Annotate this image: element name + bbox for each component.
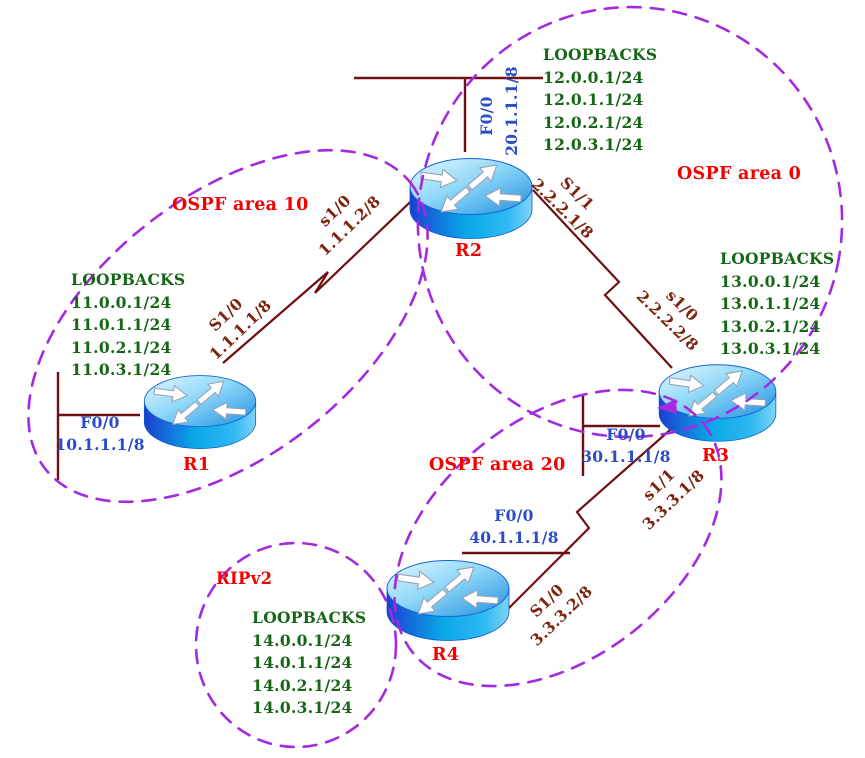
eth-r1-ip: 10.1.1.1/8 <box>55 435 145 454</box>
loopback-entry: 14.0.2.1/24 <box>252 675 353 695</box>
eth-label-r4: F0/0 40.1.1.1/8 <box>456 505 572 549</box>
eth-label-r3: F0/0 30.1.1.1/8 <box>568 424 684 468</box>
loopback-entry: 13.0.2.1/24 <box>720 316 821 336</box>
eth-r3-ip: 30.1.1.1/8 <box>581 447 671 466</box>
router-r2-label: R2 <box>455 241 483 261</box>
serial-link-r2-r3 <box>532 189 673 369</box>
area20-arrowhead <box>657 399 677 414</box>
loopbacks-r4: LOOPBACKS 14.0.0.1/24 14.0.1.1/24 14.0.2… <box>252 607 366 720</box>
loopbacks-r1-title: LOOPBACKS <box>71 270 186 289</box>
loopbacks-r2: LOOPBACKS 12.0.0.1/24 12.0.1.1/24 12.0.2… <box>543 44 657 157</box>
ethernet-segments <box>56 76 660 555</box>
loopback-entry: 12.0.0.1/24 <box>543 67 644 87</box>
eth-r2-name: F0/0 <box>477 96 496 136</box>
router-r1-label: R1 <box>183 455 211 475</box>
serial-link-r3-r4 <box>504 429 671 613</box>
loopbacks-r2-title: LOOPBACKS <box>543 45 658 64</box>
eth-r4-ip: 40.1.1.1/8 <box>469 528 559 547</box>
router-r4-icon <box>387 560 509 640</box>
ospf-area-0-label: OSPF area 0 <box>677 164 802 184</box>
ospf-area-10-label: OSPF area 10 <box>172 195 309 215</box>
loopback-entry: 14.0.0.1/24 <box>252 630 353 650</box>
eth-r2-ip: 20.1.1.1/8 <box>502 66 521 156</box>
eth-r1-name: F0/0 <box>80 413 120 432</box>
loopbacks-r4-title: LOOPBACKS <box>252 608 367 627</box>
eth-r3-name: F0/0 <box>606 425 646 444</box>
serial-link-r1-r2 <box>222 184 429 364</box>
ripv2-label: RIPv2 <box>216 569 273 588</box>
loopbacks-r1: LOOPBACKS 11.0.0.1/24 11.0.1.1/24 11.0.2… <box>71 269 185 382</box>
ospf-area-20-label: OSPF area 20 <box>429 455 566 475</box>
loopback-entry: 13.0.3.1/24 <box>720 339 821 359</box>
loopback-entry: 11.0.2.1/24 <box>71 337 172 357</box>
loopback-entry: 12.0.3.1/24 <box>543 135 644 155</box>
loopback-entry: 12.0.2.1/24 <box>543 112 644 132</box>
loopback-entry: 11.0.0.1/24 <box>71 292 172 312</box>
loopback-entry: 11.0.3.1/24 <box>71 360 172 380</box>
eth-r4-name: F0/0 <box>494 506 534 525</box>
loopback-entry: 13.0.1.1/24 <box>720 294 821 314</box>
loopbacks-r3-title: LOOPBACKS <box>720 249 835 268</box>
router-r1-icon <box>144 375 255 448</box>
loopback-entry: 13.0.0.1/24 <box>720 271 821 291</box>
ospf-area-10-boundary <box>27 148 429 504</box>
ospf-area-20-boundary <box>393 388 723 688</box>
eth-label-r1: F0/0 10.1.1.1/8 <box>42 412 158 456</box>
loopback-entry: 14.0.3.1/24 <box>252 698 353 718</box>
loopbacks-r3: LOOPBACKS 13.0.0.1/24 13.0.1.1/24 13.0.2… <box>720 248 834 361</box>
router-r3-label: R3 <box>702 446 730 466</box>
ospf-area-0-boundary <box>416 5 844 439</box>
loopback-entry: 14.0.1.1/24 <box>252 653 353 673</box>
serial-links <box>222 184 673 613</box>
loopback-entry: 12.0.1.1/24 <box>543 90 644 110</box>
loopback-entry: 11.0.1.1/24 <box>71 315 172 335</box>
router-r4-label: R4 <box>432 645 460 665</box>
ripv2-boundary <box>194 541 398 749</box>
